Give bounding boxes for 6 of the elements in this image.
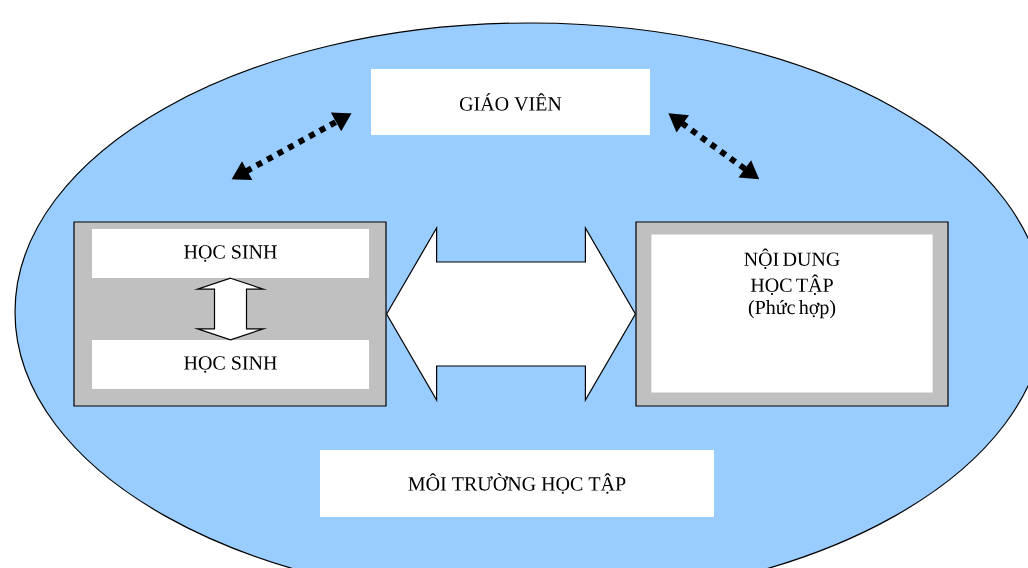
label-box: HỌC SINH: [92, 229, 369, 278]
label-box: MÔI TRƯỜNG HỌC TẬP: [320, 450, 714, 517]
content-box: NỘI DUNG HỌC TẬP (Phức hợp): [635, 221, 949, 407]
label-box: HỌC SINH: [92, 340, 369, 389]
block-arrow: [193, 277, 268, 341]
label-box: GIÁO VIÊN: [371, 69, 650, 135]
